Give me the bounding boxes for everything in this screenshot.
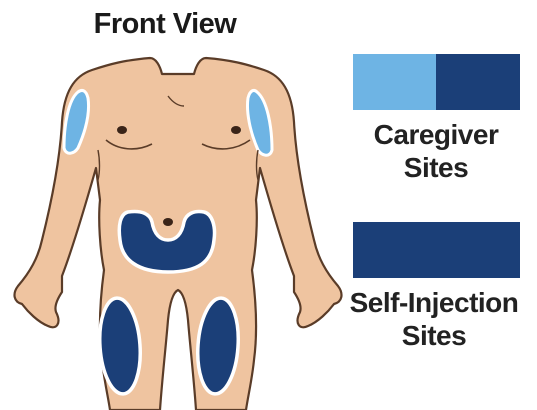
legend-self-injection-line1: Self-Injection bbox=[334, 286, 534, 319]
legend-caregiver-swatch-light bbox=[353, 54, 436, 110]
nipple-left bbox=[231, 126, 241, 134]
legend-caregiver-label: Caregiver Sites bbox=[352, 118, 520, 184]
nipple-right bbox=[117, 126, 127, 134]
legend-self-injection-label: Self-Injection Sites bbox=[334, 286, 534, 352]
navel bbox=[163, 218, 173, 226]
legend-self-injection-swatch bbox=[353, 222, 520, 278]
legend-caregiver-line1: Caregiver bbox=[352, 118, 520, 151]
legend-caregiver-line2: Sites bbox=[352, 151, 520, 184]
legend-self-injection-line2: Sites bbox=[334, 319, 534, 352]
legend-caregiver-swatch-dark bbox=[436, 54, 520, 110]
